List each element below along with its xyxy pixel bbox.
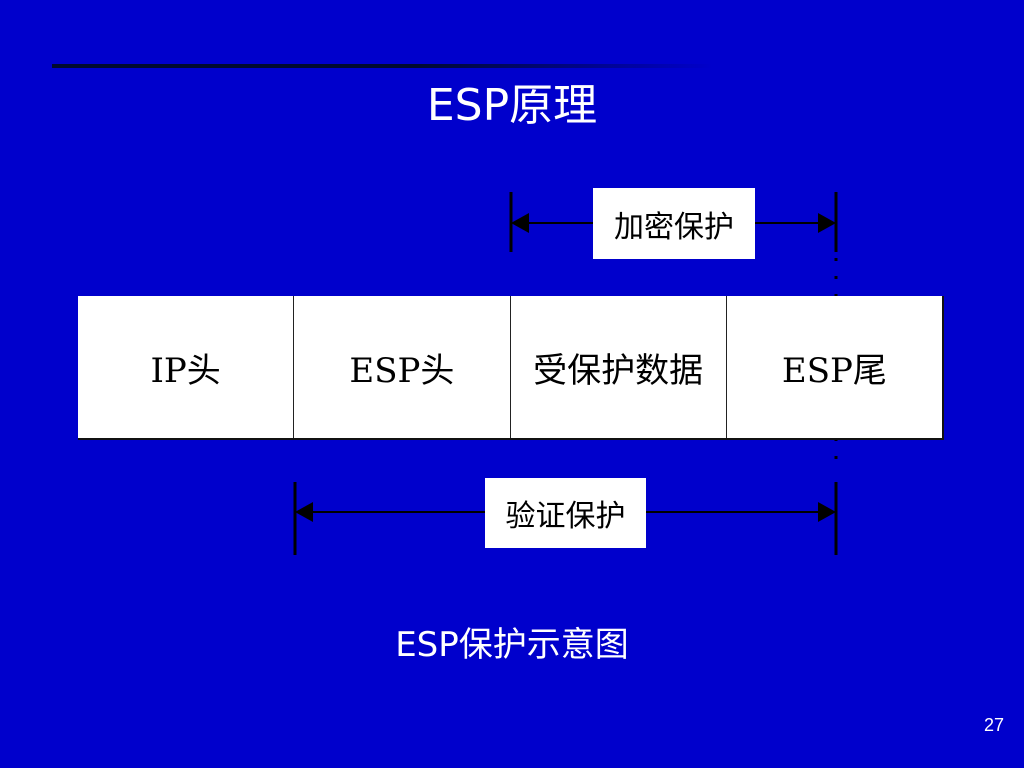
authentication-left-arrowhead: [295, 502, 313, 522]
slide-title: ESP原理: [426, 80, 598, 131]
encryption-protection-label: 加密保护: [593, 188, 755, 259]
packet-field-esp-header: ESP头: [294, 296, 511, 438]
encryption-right-arrowhead: [818, 213, 836, 233]
title-divider: [52, 64, 712, 68]
packet-field-ip-header: IP头: [78, 296, 295, 438]
packet-field-protected-data: 受保护数据: [511, 296, 727, 438]
authentication-protection-label: 验证保护: [485, 478, 646, 548]
diagram-caption: ESP保护示意图: [395, 625, 629, 665]
authentication-right-arrowhead: [818, 502, 836, 522]
encryption-left-arrowhead: [511, 213, 529, 233]
packet-field-esp-trailer: ESP尾: [781, 350, 887, 391]
page-number: 27: [983, 715, 1004, 735]
esp-packet: IP头 ESP头 受保护数据 ESP尾: [78, 296, 944, 440]
